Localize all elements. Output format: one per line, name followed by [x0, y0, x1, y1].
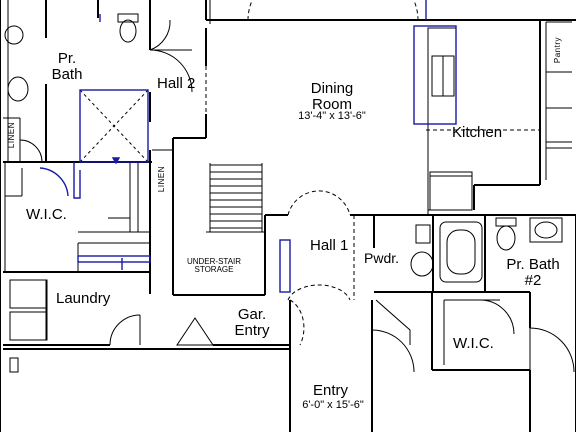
garage-entry-name-line2: Entry	[234, 321, 270, 339]
laundry-label: Laundry	[56, 290, 111, 307]
under-stair-name-line1: UNDER-STAIR	[186, 257, 242, 266]
primary-bath-label: Pr. Bath	[47, 51, 87, 83]
under-stair-name-line2: STORAGE	[194, 265, 234, 275]
wic-left-label: W.I.C.	[26, 206, 67, 223]
bath-2-name-line2: #2	[524, 271, 542, 289]
primary-bath-name-line1: Pr.	[57, 50, 77, 67]
hall-1-label: Hall 1	[310, 237, 349, 254]
entry-dimensions: 6'-0" x 15'-6"	[302, 399, 364, 411]
pantry-label: Pantry	[553, 37, 562, 64]
dining-room-name-line2: Room	[311, 95, 352, 113]
kitchen-label: Kitchen	[452, 124, 503, 141]
dining-room-dimensions: 13'-4" x 13'-6"	[298, 110, 366, 122]
dining-room-name-line1: Dining	[310, 80, 354, 97]
bath-2-name-line1: Pr. Bath	[506, 256, 560, 273]
entry-label: Entry	[313, 382, 349, 399]
hall-2-label: Hall 2	[157, 75, 196, 92]
garage-entry-name-line1: Gar.	[237, 306, 267, 323]
linen-upper-label: LINEN	[7, 122, 16, 149]
under-stair-storage-label: UNDER-STAIR STORAGE	[178, 257, 250, 275]
linen-lower-label: LINEN	[157, 166, 166, 193]
primary-bath-name-line2: Bath	[51, 65, 83, 83]
dining-room-label: Dining Room	[300, 81, 364, 113]
bath-2-label: Pr. Bath #2	[503, 257, 563, 289]
garage-entry-label: Gar. Entry	[230, 307, 274, 339]
wic-right-label: W.I.C.	[453, 335, 494, 352]
powder-room-label: Pwdr.	[364, 250, 400, 266]
